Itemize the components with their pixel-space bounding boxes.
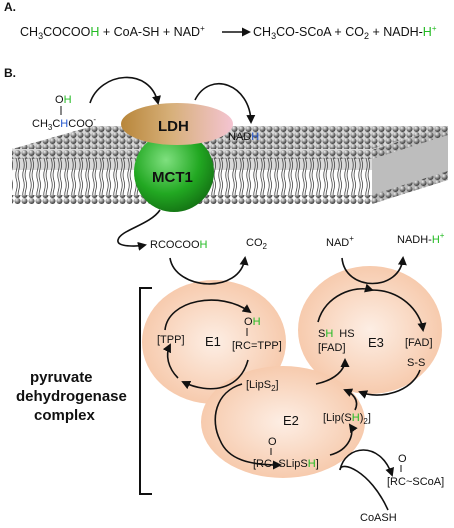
mct1-protein [134, 132, 214, 212]
e2-label: E2 [283, 413, 299, 428]
rcslipsh-label: [RC~SLipSH] [253, 458, 319, 470]
complex-label-line2: dehydrogenase [16, 388, 127, 405]
e3-ss: S-S [407, 357, 425, 369]
lipsh2-to-lips2-arrow [343, 388, 358, 411]
mct1-label: MCT1 [152, 169, 193, 186]
nadh-right-label: NADH-H+ [397, 231, 445, 246]
rcscoa-label: [RC~SCoA] [387, 476, 444, 488]
panel-label-a: A. [4, 0, 16, 14]
e2-cycle-bottom [219, 439, 282, 470]
svg-text:OH: OH [55, 94, 72, 106]
e1-rctpp: [RC=TPP] [232, 340, 282, 352]
e1-tpp: [TPP] [157, 334, 185, 346]
lips2-label: [LipS2] [246, 379, 279, 393]
coash-label: CoASH [360, 512, 397, 524]
complex-bracket [139, 287, 152, 495]
co2-label: CO2 [246, 237, 268, 251]
e3-fad-right: [FAD] [405, 337, 433, 349]
e2-cycle-right [329, 423, 358, 456]
complex-label-line1: pyruvate [30, 369, 93, 386]
coash-arrow [339, 449, 394, 511]
e3-cycle-bottom [358, 369, 421, 399]
nadh-top: NADH [228, 131, 259, 143]
mct1-export-arrow [117, 209, 161, 251]
e1-label: E1 [205, 334, 221, 349]
lactate-molecule: OH CH3CHCOO- [32, 94, 96, 132]
eq-lhs-pre: CH [20, 25, 38, 39]
e3-label: E3 [368, 335, 384, 350]
e1-oh: OH [244, 316, 261, 328]
reaction-equation: CH3COCOOH + CoA-SH + NAD+ [20, 24, 205, 41]
e1-cycle-bottom [181, 359, 249, 390]
e3-cycle-top [317, 283, 374, 323]
e1-cycle-top [164, 299, 252, 331]
svg-text:CH3CHCOO-: CH3CHCOO- [32, 115, 96, 132]
lips2-to-e3-arrow [315, 358, 350, 385]
ldh-label: LDH [158, 118, 189, 135]
e3-fad-left: [FAD] [318, 342, 346, 354]
ldh-to-nadh-arrow [194, 82, 256, 124]
e3-cycle-top-right [371, 289, 427, 332]
ldh-enzyme [121, 103, 233, 145]
lactate-to-ldh-arrow [89, 76, 161, 105]
decarboxylation-arrow [169, 256, 249, 285]
panel-label-b: B. [4, 66, 16, 80]
reaction-products: CH3CO-SCoA + CO2 + NADH-H+ [253, 24, 437, 41]
e2-domain [201, 366, 365, 478]
e2-cycle-left [214, 383, 243, 441]
nad-plus-label: NAD+ [326, 234, 354, 249]
rcslipsh-o: O [268, 436, 277, 448]
rcocooh-label: RCOCOOH [150, 239, 208, 251]
complex-label-line3: complex [34, 407, 96, 424]
lipsh2-label: [Lip(SH)2] [323, 412, 371, 426]
e1-cycle-left [162, 343, 179, 379]
nad-reduction-arrow [341, 256, 407, 285]
rcscoa-o: O [398, 453, 407, 465]
